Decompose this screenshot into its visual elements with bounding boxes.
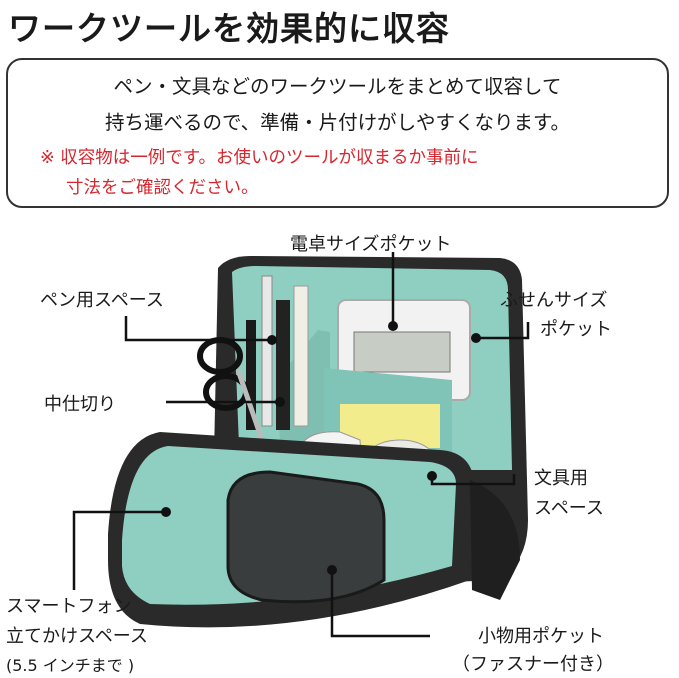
ruler [293,285,309,427]
marker-divider [275,397,285,407]
marker-small-pocket [327,565,337,575]
label-sticky-pocket-1: ふせんサイズ [500,290,608,311]
label-small-pocket-1: 小物用ポケット [478,626,604,647]
info-box: ペン・文具などのワークツールをまとめて収容して 持ち運べるので、準備・片付けがし… [6,58,669,208]
label-sticky-pocket-2: ポケット [540,319,612,340]
marker-pen [267,335,277,345]
side-zipper [470,480,520,600]
marker-stationery [427,471,437,481]
label-small-pocket-2: （ファスナー付き） [452,654,614,675]
label-pen-space: ペン用スペース [40,290,164,311]
leader-sticky [476,322,530,340]
pen-2 [276,300,290,430]
label-divider: 中仕切り [44,394,116,415]
leader-pen [124,316,272,342]
description-line-2: 持ち運べるので、準備・片付けがしやすくなります。 [104,111,571,134]
label-phone-2: 立てかけスペース [6,626,148,647]
description-line-1: ペン・文具などのワークツールをまとめて収容して [113,75,562,98]
marker-phone [161,507,171,517]
label-stationery-1: 文具用 [534,468,588,489]
calculator-screen [353,331,451,373]
leader-small-pocket [330,570,430,638]
marker-calculator [388,321,398,331]
mesh-pocket [226,470,386,604]
label-stationery-2: スペース [534,498,604,519]
scissors-blade [235,369,265,441]
note-line-1: ※ 収容物は一例です。お使いのツールが収まるか事前に [40,148,479,168]
note-line-2: 寸法をご確認ください。 [66,178,259,198]
pen-3 [246,320,256,430]
label-phone-1: スマートフォン [6,596,132,617]
pen-1 [261,275,273,427]
label-calculator-pocket: 電卓サイズポケット [290,234,452,255]
leader-phone [72,510,166,590]
marker-sticky [471,333,481,343]
page-title: ワークツールを効果的に収容 [8,9,450,48]
label-phone-3: (5.5 インチまで ) [6,656,135,675]
